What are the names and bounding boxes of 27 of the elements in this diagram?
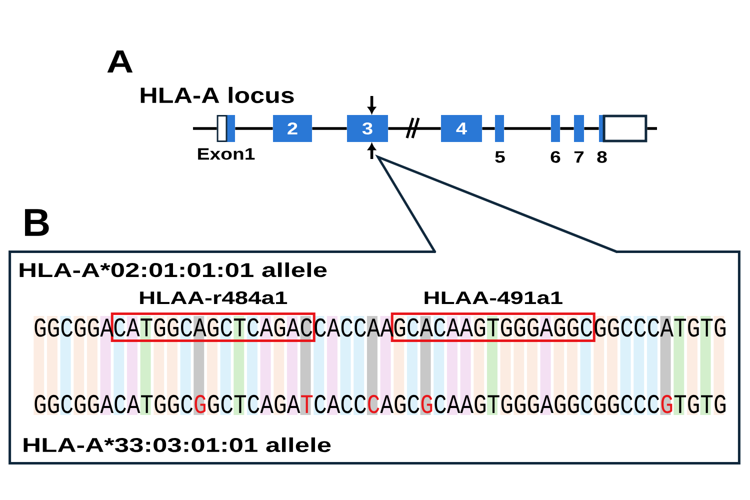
- exon-box: 3: [347, 115, 388, 142]
- primer-name: HLAA-r484a1: [140, 291, 288, 304]
- intron-line: [560, 127, 574, 130]
- intron-line: [504, 127, 551, 130]
- gene-line: [193, 127, 217, 130]
- allele-heading: HLA-A*33:03:01:01 allele: [24, 437, 331, 452]
- locus-title: HLA-A locus: [140, 86, 294, 104]
- arrow: [368, 143, 376, 159]
- allele-heading: HLA-A*02:01:01:01 allele: [20, 262, 327, 278]
- gene-line: [647, 127, 657, 130]
- exon-label: Exon1: [198, 148, 255, 160]
- exon-box: 2: [273, 115, 312, 142]
- intron-line: [312, 127, 347, 130]
- exon-label: 5: [495, 151, 505, 163]
- intron-line: [584, 127, 599, 130]
- panel-letter: A: [107, 50, 133, 72]
- exon-label: 8: [597, 151, 607, 163]
- exon-label: 7: [574, 151, 584, 163]
- intron-line: [235, 127, 273, 130]
- callout-line: [375, 154, 618, 254]
- intron-line: [482, 127, 495, 130]
- intron-line: [388, 127, 441, 130]
- panel-letter: B: [25, 209, 49, 236]
- exon-box: 4: [441, 115, 482, 142]
- exon-label: 6: [550, 151, 560, 163]
- primer-name: HLAA-491a1: [424, 291, 562, 304]
- arrow: [368, 96, 376, 114]
